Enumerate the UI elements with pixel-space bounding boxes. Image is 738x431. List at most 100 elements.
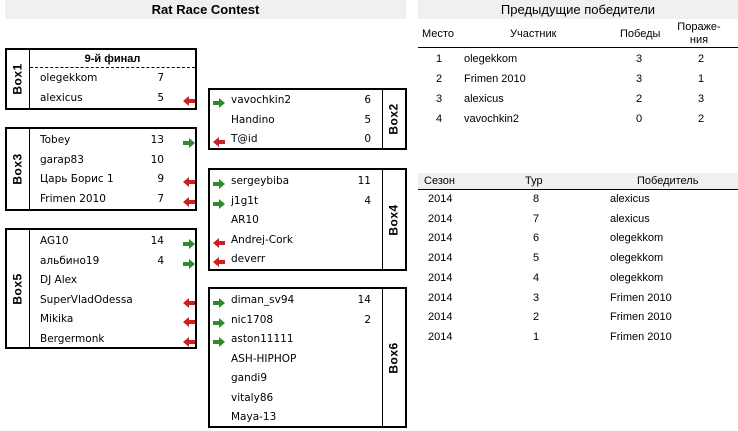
player-name: Frimen 2010 [40,192,106,205]
box1-header-divider [30,67,195,68]
relegate-arrow-icon [213,134,225,147]
box4-player-row: deverr [210,249,405,269]
player-score: 9 [157,173,164,185]
player-name: T@id [231,133,258,145]
history-season: 2014 [428,271,453,284]
box4-player-row: AR10 [210,210,405,230]
history-season: 2014 [428,252,453,265]
history-round: 7 [533,212,540,225]
player-score: 0 [364,133,371,145]
box4-label: Box4 [382,170,405,269]
player-score: 14 [150,235,164,247]
box6-player-row: Maya-13 [210,407,405,427]
box5-player-row: SuperVladOdessa [7,290,195,310]
box5-player-row: DJ Alex [7,270,195,290]
history-season: 2014 [428,291,453,304]
history-round: 6 [533,232,540,245]
box5-player-row: Mikika [7,309,195,329]
standings-header-losses: Пораже- ния [677,21,721,46]
promote-arrow-icon [213,196,225,209]
standings-place: 4 [436,113,443,125]
promote-arrow-icon [183,135,195,148]
history-round: 8 [533,193,540,205]
player-name: diman_sv94 [231,294,295,306]
player-name: aston11111 [231,333,294,345]
box2-label: Box2 [382,90,405,148]
standings-place: 1 [436,53,443,65]
player-score: 2 [364,313,371,326]
player-score: 5 [364,113,371,126]
standings-losses: 2 [698,113,705,125]
promote-arrow-icon [213,176,225,189]
box2-player-row: T@id 0 [210,129,405,149]
box5-player-row: Bergermonk [7,329,195,349]
standings-header-wins: Победы [620,28,661,40]
history-header-season: Сезон [424,175,455,187]
history-winner: Frimen 2010 [610,311,672,324]
standings-player: Frimen 2010 [464,73,526,85]
standings-header-line [418,47,738,48]
history-header-bg [418,173,738,189]
standings-wins: 0 [636,113,643,125]
player-name: альбино19 [40,254,100,267]
history-header-line [418,189,738,190]
player-name: vitaly86 [231,391,274,404]
player-name: alexicus [40,91,83,104]
relegate-arrow-icon [183,93,195,106]
player-name: nic1708 [231,313,274,326]
player-score: 4 [364,194,371,207]
player-score: 7 [157,192,164,205]
history-round: 2 [533,311,540,324]
standings-player: olegekkom [464,53,518,65]
standings-place: 3 [436,93,443,105]
relegate-arrow-icon [183,314,195,327]
history-header-winner: Победитель [637,175,699,187]
player-name: Tobey [40,134,71,146]
box6-player-row: nic1708 2 [210,310,405,330]
relegate-arrow-icon [183,174,195,187]
history-winner: alexicus [610,193,650,205]
player-name: SuperVladOdessa [40,293,133,306]
box1-label: Box1 [7,50,30,108]
box3-player-row: Frimen 2010 7 [7,189,195,209]
standings-wins: 3 [636,73,643,85]
relegate-arrow-icon [183,295,195,308]
history-winner: olegekkom [610,252,664,265]
standings-header-place: Место [422,28,454,40]
standings-losses: 3 [698,93,705,105]
relegate-arrow-icon [213,235,225,248]
history-season: 2014 [428,232,453,245]
promote-arrow-icon [213,334,225,347]
history-round: 3 [533,291,540,304]
box3-label: Box3 [7,129,30,209]
box6-player-row: gandi9 [210,368,405,388]
history-winner: alexicus [610,212,650,225]
history-winner: Frimen 2010 [610,330,672,343]
standings-wins: 2 [636,93,643,105]
player-name: Bergermonk [40,332,105,345]
player-name: olegekkom [40,72,98,84]
history-winner: Frimen 2010 [610,291,672,304]
history-winner: olegekkom [610,232,664,245]
promote-arrow-icon [213,315,225,328]
history-season: 2014 [428,212,453,225]
player-name: sergeybiba [231,175,290,187]
history-round: 1 [533,330,540,343]
player-name: Maya-13 [231,411,277,423]
history-round: 4 [533,271,540,284]
standings-player: vavochkin2 [464,113,520,125]
player-name: garap83 [40,153,84,166]
relegate-arrow-icon [183,194,195,207]
contest-title: Rat Race Contest [5,0,406,19]
history-winner: olegekkom [610,271,664,284]
